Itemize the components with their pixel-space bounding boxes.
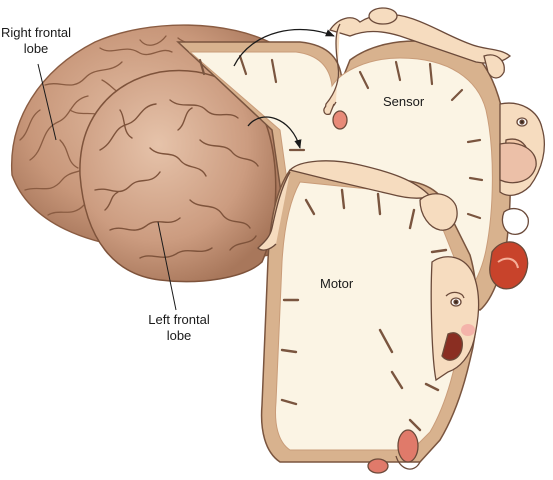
leader-right-frontal — [37, 63, 57, 141]
connector-arrows — [233, 28, 335, 149]
arrow-to-motor-slice — [247, 116, 302, 149]
label-left-frontal-line2: lobe — [166, 328, 192, 343]
label-right-frontal-line2: lobe — [23, 41, 49, 56]
label-sensor: Sensor — [383, 94, 425, 109]
leader-left-frontal — [157, 221, 177, 311]
left-hemisphere — [79, 69, 277, 283]
sensory-homunculus — [323, 7, 545, 290]
label-left-frontal-lobe: Left frontal lobe — [140, 312, 218, 344]
label-right-frontal-lobe: Right frontal lobe — [0, 25, 72, 57]
label-right-frontal-line1: Right frontal — [0, 25, 72, 40]
leader-lines — [37, 63, 177, 311]
label-left-frontal-line1: Left frontal — [148, 312, 210, 327]
label-motor: Motor — [320, 276, 354, 291]
arrow-to-sensor-slice — [233, 28, 335, 67]
motor-homunculus — [257, 160, 480, 474]
